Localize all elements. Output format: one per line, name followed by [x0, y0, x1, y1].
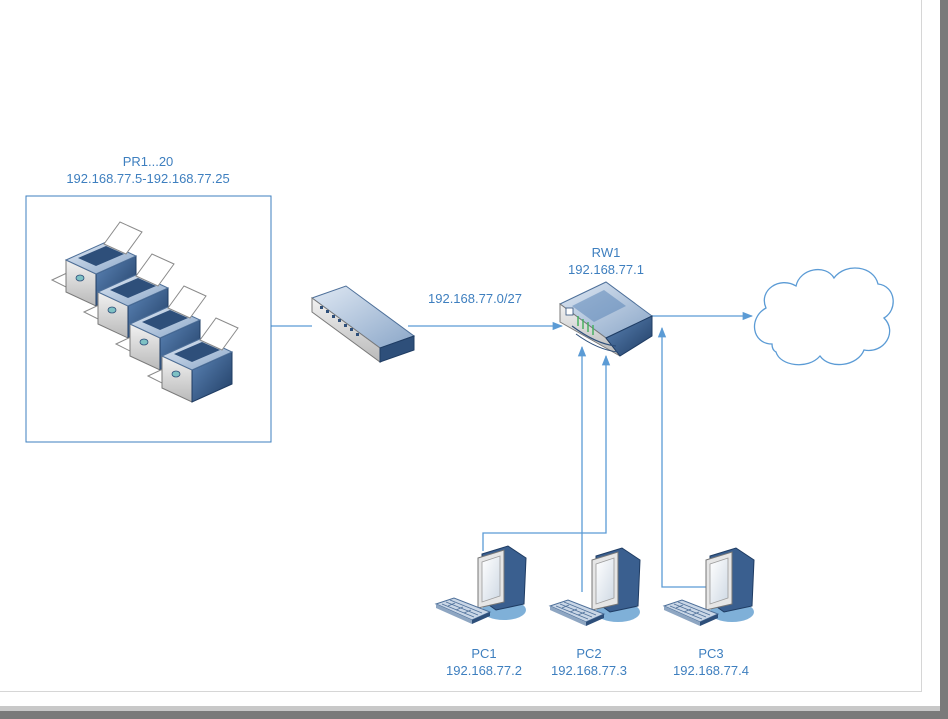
connections: [271, 311, 754, 592]
page-edge-right: [921, 0, 922, 692]
canvas-gutter-bottom: [0, 711, 948, 719]
pc1-label: PC1 192.168.77.2: [424, 645, 544, 679]
router-icon[interactable]: [559, 281, 653, 357]
canvas-gutter-shadow: [0, 706, 940, 711]
pc3-name: PC3: [698, 646, 724, 661]
pc1-computer-icon[interactable]: [435, 545, 527, 625]
pc1-to-router-link: [482, 345, 587, 551]
printer-group-ip-range: 192.168.77.5-192.168.77.25: [66, 171, 230, 186]
router-label: RW1 192.168.77.1: [546, 244, 666, 278]
pc3-ip: 192.168.77.4: [673, 663, 749, 678]
pc2-computer-icon[interactable]: [549, 547, 641, 627]
pc2-label: PC2 192.168.77.3: [529, 645, 649, 679]
router-ip: 192.168.77.1: [568, 262, 644, 277]
pc2-to-router-link: [581, 354, 611, 592]
pc2-ip: 192.168.77.3: [551, 663, 627, 678]
page-edge-bottom: [0, 691, 922, 692]
printer-group-name: PR1...20: [122, 154, 174, 169]
subnet-label: 192.168.77.0/27: [428, 291, 522, 306]
pc1-ip: 192.168.77.2: [446, 663, 522, 678]
canvas-gutter-right: [940, 0, 948, 719]
pc3-label: PC3 192.168.77.4: [651, 645, 771, 679]
cloud-icon[interactable]: [753, 267, 894, 366]
pc3-to-router-link: [657, 326, 706, 588]
pc2-name: PC2: [576, 646, 602, 661]
switch-icon[interactable]: [310, 285, 416, 363]
pc1-name: PC1: [471, 646, 497, 661]
router-name: RW1: [591, 245, 621, 260]
printer-group-label: PR1...20 192.168.77.5-192.168.77.25: [28, 153, 268, 187]
